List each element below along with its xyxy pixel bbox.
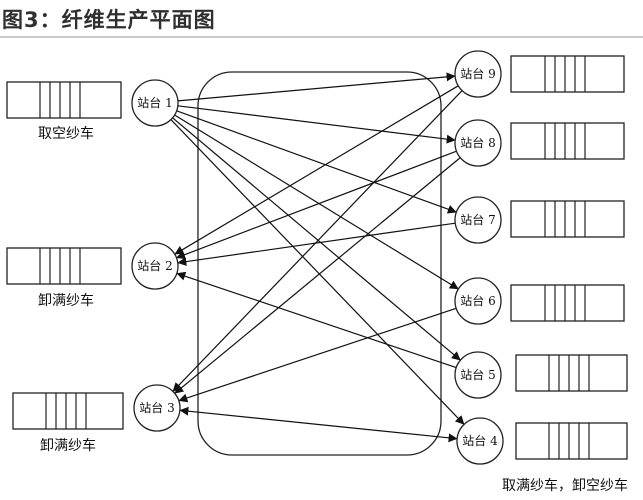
route-s9-s2	[174, 85, 459, 255]
station-8-label: 站台 8	[460, 135, 495, 150]
cart-label-left-bottom: 卸满纱车	[40, 437, 96, 454]
route-s7-s2	[177, 222, 456, 267]
route-s1-s5	[172, 117, 461, 361]
route-s9-s3	[172, 90, 463, 392]
route-s8-s3	[174, 157, 461, 394]
cart-left-bottom	[12, 392, 124, 430]
route-s1-s9	[177, 72, 456, 102]
station-7-label: 站台 7	[460, 212, 495, 227]
cart-label-right-bottom: 取满纱车，卸空纱车	[502, 477, 628, 494]
cart-left-top	[6, 81, 122, 119]
station-7: 站台 7	[454, 196, 502, 244]
station-2: 站台 2	[131, 242, 179, 290]
route-s8-s2	[176, 150, 457, 259]
station-3: 站台 3	[133, 384, 181, 432]
station-6: 站台 6	[454, 277, 502, 325]
cart-right-7	[510, 200, 625, 238]
station-1-label: 站台 1	[137, 95, 172, 110]
route-s1-s7	[176, 110, 457, 214]
route-s4-s3	[179, 406, 458, 443]
station-8: 站台 8	[454, 119, 502, 167]
route-s1-s8	[177, 105, 456, 144]
station-9: 站台 9	[454, 50, 502, 98]
station-4: 站台 4	[456, 417, 504, 465]
station-2-label: 站台 2	[137, 258, 172, 273]
route-s6-s3	[178, 307, 457, 403]
figure-title: 图3：纤维生产平面图	[2, 8, 216, 32]
route-s1-s6	[174, 114, 459, 290]
route-s5-s2	[176, 271, 457, 369]
aisle-enclosure	[197, 71, 442, 456]
station-3-label: 站台 3	[139, 400, 174, 415]
title-bar: 图3：纤维生产平面图	[0, 0, 643, 38]
cart-right-8	[510, 122, 625, 160]
cart-right-5	[515, 354, 628, 392]
station-1: 站台 1	[131, 79, 179, 127]
cart-left-mid	[6, 247, 122, 285]
route-s1-s4	[170, 119, 465, 425]
route-arrows	[170, 72, 465, 443]
cart-label-left-top: 取空纱车	[38, 125, 94, 142]
station-9-label: 站台 9	[460, 66, 495, 81]
station-4-label: 站台 4	[462, 433, 498, 448]
cart-right-9	[510, 55, 625, 93]
cart-label-left-mid: 卸满纱车	[38, 292, 94, 309]
cart-right-4	[515, 422, 628, 460]
cart-right-6	[510, 284, 625, 322]
station-5-label: 站台 5	[460, 367, 495, 382]
station-6-label: 站台 6	[460, 293, 495, 308]
station-5: 站台 5	[454, 351, 502, 399]
